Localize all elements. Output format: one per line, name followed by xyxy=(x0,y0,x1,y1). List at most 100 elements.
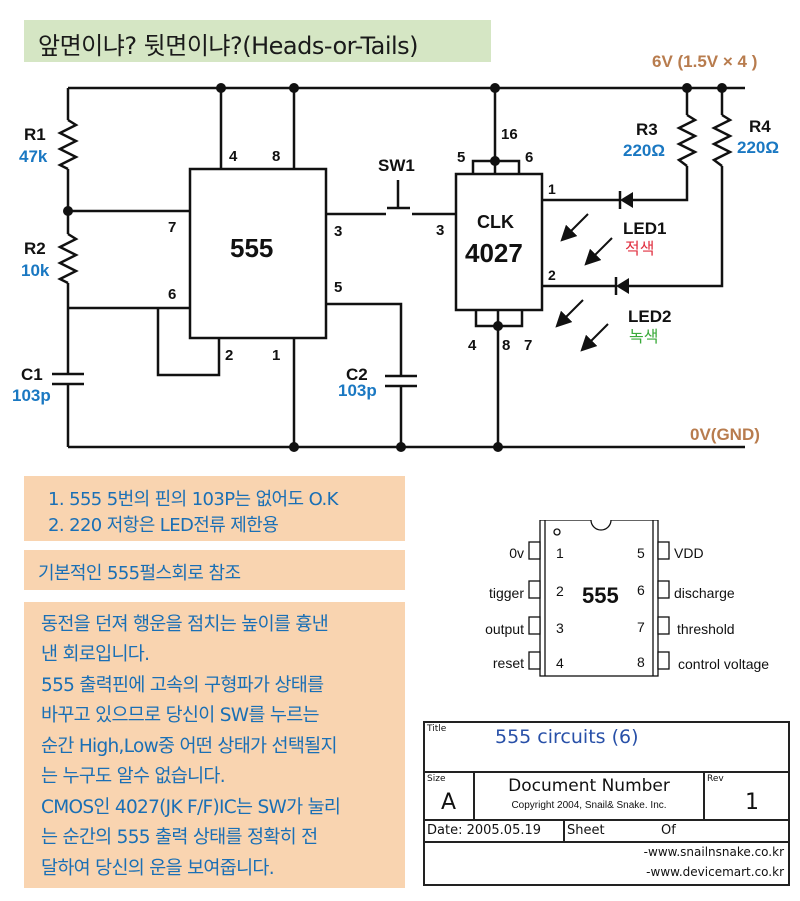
date: Date: 2005.05.19 xyxy=(427,823,542,838)
r2-ref: R2 xyxy=(24,239,46,258)
r1-resistor xyxy=(57,118,79,171)
junction-dot xyxy=(682,83,692,93)
pin-pad xyxy=(528,541,541,560)
junction-dot xyxy=(490,156,500,166)
urls-cell: -www.snailnsnake.co.kr -www.devicemart.c… xyxy=(425,843,788,884)
description-line: 동전을 던져 행운을 점치는 높이를 흉낸 xyxy=(41,614,329,635)
note-box-2: 기본적인 555펄스회로 참조 xyxy=(24,550,405,590)
size-label: Size xyxy=(427,774,446,784)
description-box: 동전을 던져 행운을 점치는 높이를 흉낸 낸 회로입니다. 555 출력핀에 … xyxy=(24,602,405,888)
pin-label: 6 xyxy=(168,286,176,303)
copyright: Copyright 2004, Snail& Snake. Inc. xyxy=(511,800,667,811)
r3-resistor xyxy=(676,113,698,167)
sheet-label: Sheet xyxy=(567,823,605,838)
title-banner: 앞면이냐? 뒷면이냐?(Heads-or-Tails) xyxy=(24,20,491,62)
junction-dot xyxy=(289,83,299,93)
pin-pad xyxy=(528,580,541,599)
pin-label: 4 xyxy=(468,337,477,354)
ic-4027-body xyxy=(454,172,544,312)
junctions xyxy=(63,83,727,452)
r2-resistor xyxy=(57,232,79,285)
note-box-1: 1. 555 5번의 핀의 103P는 없어도 O.K 2. 220 저항은 L… xyxy=(24,476,405,541)
pin-name: tigger xyxy=(489,585,524,601)
junction-dot xyxy=(717,83,727,93)
pin-label: 7 xyxy=(168,219,176,236)
pin-pad xyxy=(657,651,670,670)
rev-label: Rev xyxy=(707,774,724,784)
pin-label: 1 xyxy=(272,347,280,364)
pin-label: 5 xyxy=(334,279,342,296)
r1-ref: R1 xyxy=(24,125,46,144)
pin1-marker xyxy=(553,528,561,536)
pin-label: 1 xyxy=(548,181,556,197)
r3-ref: R3 xyxy=(636,120,658,139)
wire xyxy=(632,166,689,202)
doc-number: Document Number xyxy=(508,776,670,796)
description-line: 순간 High,Low중 어떤 상태가 선택될지 xyxy=(41,736,337,757)
title-label: Title xyxy=(427,724,447,734)
pin-number: 7 xyxy=(637,619,645,635)
pin-label: 8 xyxy=(272,148,280,165)
pin-name: discharge xyxy=(674,585,735,601)
schematic: 6V (1.5V × 4 ) 0V(GND) R1 47k R2 10k C1 … xyxy=(12,52,779,452)
r4-resistor xyxy=(711,113,733,167)
ground-label: 0V(GND) xyxy=(690,425,760,444)
rev-value: 1 xyxy=(745,790,759,815)
r4-value: 220Ω xyxy=(737,138,779,157)
description-line: 바꾸고 있으므로 당신이 SW를 누르는 xyxy=(41,705,320,726)
pin-label: 8 xyxy=(502,337,510,354)
junction-dot xyxy=(493,442,503,452)
description-line: 달하여 당신의 운을 보여줍니다. xyxy=(41,858,275,879)
of-label: Of xyxy=(661,823,676,838)
c2-value: 103p xyxy=(338,381,377,400)
pin-number: 3 xyxy=(556,620,564,636)
pin-label: 3 xyxy=(436,222,444,239)
size-value: A xyxy=(441,790,457,815)
ic-4027-clk-label: CLK xyxy=(477,212,514,232)
wire xyxy=(326,302,403,375)
pin-name: threshold xyxy=(677,621,735,637)
date-cell: Date: 2005.05.19 xyxy=(425,821,565,843)
junction-dot xyxy=(216,83,226,93)
title-block: Title 555 circuits (6) Size A Document N… xyxy=(423,721,790,886)
pin-label: 6 xyxy=(525,149,533,166)
pin-label: 4 xyxy=(229,148,238,165)
c1-value: 103p xyxy=(12,386,51,405)
description-line: 는 누구도 알수 없습니다. xyxy=(41,766,226,787)
light-arrow-icon xyxy=(584,237,613,266)
sw1-ref: SW1 xyxy=(378,156,415,175)
pin-pad xyxy=(528,651,541,670)
wire xyxy=(628,166,724,288)
r1-value: 47k xyxy=(19,147,48,166)
document-title: 555 circuits (6) xyxy=(495,726,639,748)
pin-pad xyxy=(657,580,670,599)
pin-label: 16 xyxy=(501,126,518,143)
pin-number: 1 xyxy=(556,545,564,561)
description-line: CMOS인 4027(JK F/F)IC는 SW가 눌리 xyxy=(41,797,341,818)
url-devicemart: -www.devicemart.co.kr xyxy=(646,865,784,879)
pin-label: 5 xyxy=(457,149,465,166)
pin-label: 2 xyxy=(225,347,233,364)
pin-number: 2 xyxy=(556,583,564,599)
ic-4027-label: 4027 xyxy=(465,238,523,268)
title-cell: Title 555 circuits (6) xyxy=(425,723,788,773)
chip-body xyxy=(539,520,659,677)
url-snailnsnake: -www.snailnsnake.co.kr xyxy=(643,845,784,859)
note-line: 기본적인 555펄스회로 참조 xyxy=(38,563,241,584)
pin-pad xyxy=(528,616,541,635)
led1-diode-icon xyxy=(620,192,633,208)
pin-number: 4 xyxy=(556,655,564,671)
pin-label: 2 xyxy=(548,267,556,283)
pin-pad xyxy=(657,541,670,560)
r4-ref: R4 xyxy=(749,117,771,136)
chip-notch xyxy=(590,520,612,531)
wires xyxy=(52,86,745,449)
pin-number: 6 xyxy=(637,582,645,598)
ic-555-body xyxy=(188,167,328,340)
chip-label: 555 xyxy=(582,583,619,608)
r3-value: 220Ω xyxy=(623,141,665,160)
pin-name: VDD xyxy=(674,545,704,561)
pinout-diagram: 1 2 3 4 5 6 7 8 0v tigger output reset V… xyxy=(485,520,769,677)
size-cell: Size A xyxy=(425,773,475,821)
c1-ref: C1 xyxy=(21,365,43,384)
